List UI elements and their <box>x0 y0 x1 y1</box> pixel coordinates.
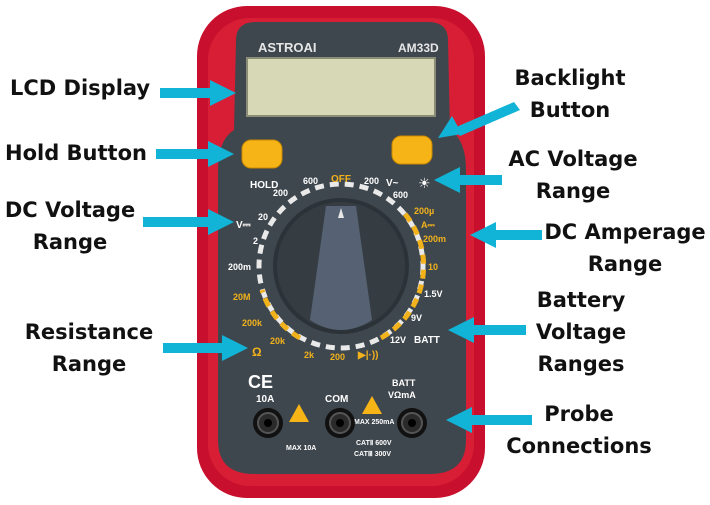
cat-ii-label: CATⅡ 600V <box>356 439 392 447</box>
hold-button[interactable] <box>241 139 283 169</box>
label-line: Voltage <box>535 320 627 344</box>
dcv-symbol: V⎓ <box>236 220 251 231</box>
lcd-screen <box>246 57 436 117</box>
model-label: AM33D <box>398 41 439 55</box>
diode-continuity-icon: ▶|·)) <box>357 350 378 361</box>
backlight-button[interactable] <box>391 135 433 165</box>
arrow-hold <box>156 141 234 167</box>
dca-range-10: 10 <box>428 262 438 272</box>
max-250ma-label: MAX 250mA <box>354 419 394 426</box>
label-backlight: Backlight Button <box>500 62 640 126</box>
arrow-ac-voltage <box>434 167 502 193</box>
dcv-range-200m: 200m <box>228 262 251 272</box>
arrow-backlight <box>438 102 520 138</box>
label-line: DC Amperage <box>544 220 706 244</box>
batt-range-1-5v: 1.5V <box>424 289 443 299</box>
dca-range-200m: 200m <box>423 234 446 244</box>
label-hold-button: Hold Button <box>5 141 147 165</box>
label-ac-voltage: AC Voltage Range <box>498 143 648 207</box>
port-batt-label: BATT <box>392 378 416 388</box>
label-line: DC Voltage <box>4 198 136 222</box>
dcv-range-600: 600 <box>303 176 318 186</box>
dcv-range-2: 2 <box>253 236 258 246</box>
label-line: Resistance <box>24 320 154 344</box>
arrow-dc-amperage <box>470 222 542 248</box>
port-com-label: COM <box>325 394 348 405</box>
ohm-range-20k: 20k <box>270 336 286 346</box>
arrow-battery <box>448 317 526 343</box>
ohm-range-20m: 20M <box>233 292 251 302</box>
batt-label: BATT <box>414 335 440 346</box>
arrow-resistance <box>163 335 248 361</box>
label-line: Range <box>535 179 611 203</box>
label-line: Probe <box>544 402 614 426</box>
arrow-lcd <box>160 80 236 106</box>
ohm-symbol: Ω <box>252 345 262 359</box>
label-lcd-display: LCD Display <box>10 76 151 100</box>
max-10a-label: MAX 10A <box>286 445 316 452</box>
label-line: Range <box>51 352 127 376</box>
label-line: AC Voltage <box>508 147 638 171</box>
label-line: Button <box>529 98 611 122</box>
acv-range-200: 200 <box>364 176 379 186</box>
dcv-range-200: 200 <box>273 188 288 198</box>
probe-port-10a[interactable] <box>253 408 283 438</box>
batt-range-9v: 9V <box>411 313 422 323</box>
ohm-range-200k: 200k <box>242 318 263 328</box>
ohm-range-200: 200 <box>330 352 345 362</box>
dcv-range-20: 20 <box>258 212 268 222</box>
dca-range-200u: 200µ <box>414 206 434 216</box>
dial-pointer <box>310 206 372 330</box>
probe-port-vomma[interactable] <box>397 408 427 438</box>
warning-icon <box>362 396 382 414</box>
port-10a-label: 10A <box>256 394 274 405</box>
label-line: Backlight <box>514 66 626 90</box>
label-dc-voltage: DC Voltage Range <box>0 194 140 258</box>
label-line: Connections <box>506 434 652 458</box>
brand-label: ASTROAI <box>258 40 317 55</box>
ohm-range-2k: 2k <box>304 350 315 360</box>
sun-icon: ☀ <box>418 175 431 191</box>
label-resistance: Resistance Range <box>14 316 164 380</box>
label-battery: Battery Voltage Ranges <box>516 284 646 380</box>
acv-range-600: 600 <box>393 190 408 200</box>
off-label: OFF <box>331 174 351 185</box>
acv-symbol: V~ <box>386 178 399 189</box>
warning-icon <box>289 404 309 422</box>
label-line: Ranges <box>537 352 625 376</box>
batt-range-12v: 12V <box>390 335 406 345</box>
hold-label: HOLD <box>250 180 278 191</box>
label-dc-amperage: DC Amperage Range <box>542 216 708 280</box>
ce-mark: CE <box>248 372 273 392</box>
dca-symbol: A⎓ <box>421 220 435 230</box>
arrow-probe <box>446 407 532 433</box>
port-v-label: VΩmA <box>388 390 416 400</box>
dial-range-ring <box>256 181 426 351</box>
label-line: Range <box>587 252 663 276</box>
probe-port-com[interactable] <box>325 408 355 438</box>
label-line: Battery <box>536 288 626 312</box>
label-line: Range <box>32 230 108 254</box>
label-probe-connections: Probe Connections <box>504 398 654 462</box>
arrow-dc-voltage <box>143 209 234 235</box>
cat-iii-label: CATⅢ 300V <box>354 450 391 458</box>
